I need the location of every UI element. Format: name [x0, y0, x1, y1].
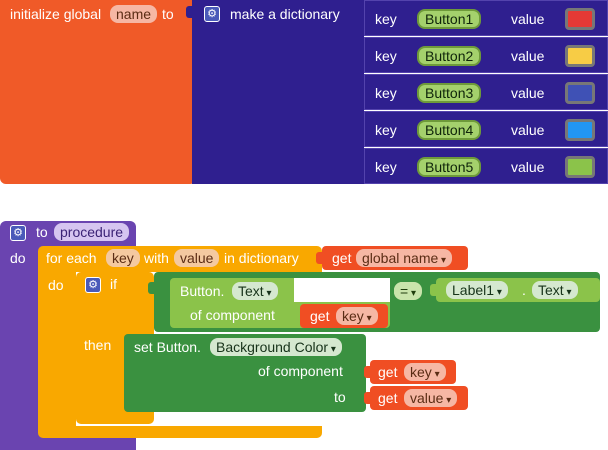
pair-block[interactable]: key Button1 value [364, 0, 608, 36]
for-each-key-variable[interactable]: key [106, 249, 140, 267]
global-name-dropdown[interactable]: global name [356, 249, 453, 267]
pair-block[interactable]: key Button3 value [364, 74, 608, 110]
compare-white-gap [294, 278, 390, 302]
color-swatch[interactable] [565, 45, 595, 67]
color-swatch[interactable] [565, 156, 595, 178]
color-swatch[interactable] [565, 8, 595, 30]
procedure-gear-icon[interactable]: ⚙ [10, 225, 26, 241]
pair-value-label: value [511, 122, 545, 138]
initialize-to-label: to [162, 6, 174, 22]
set-button-label: set Button. [134, 339, 201, 355]
procedure-do-label: do [10, 250, 26, 266]
get-key-block[interactable]: get key [300, 304, 388, 328]
to-connector [364, 392, 370, 404]
get-label: get [310, 308, 330, 324]
get-label: get [332, 250, 352, 266]
pair-key-label: key [375, 122, 397, 138]
set-to-label: to [334, 389, 346, 405]
dict-connector [186, 6, 192, 18]
if-gear-icon[interactable]: ⚙ [85, 277, 101, 293]
label-text-property-dropdown[interactable]: Text [532, 281, 578, 299]
get-value-block[interactable]: get value [370, 386, 468, 410]
procedure-name[interactable]: procedure [54, 223, 130, 241]
if-label: if [110, 276, 117, 292]
compare-right-connector [430, 284, 436, 296]
for-each-value-variable[interactable]: value [174, 249, 220, 267]
then-label: then [84, 337, 112, 353]
pair-key-label: key [375, 159, 397, 175]
set-background-color-block[interactable]: set Button. Background Color of componen… [124, 334, 366, 412]
get-key-block-2[interactable]: get key [370, 360, 456, 384]
initialize-global-label: initialize global [10, 6, 102, 22]
get-label: get [378, 364, 398, 380]
dot-separator: . [522, 282, 526, 298]
get-label: get [378, 390, 398, 406]
button-component[interactable]: Button4 [417, 120, 482, 140]
get-global-name-block[interactable]: get global name [322, 246, 468, 270]
for-each-with-label: with [144, 250, 169, 266]
dictionary-connector [316, 252, 322, 264]
equals-operator[interactable]: = [394, 282, 422, 300]
pair-value-label: value [511, 159, 545, 175]
pair-block[interactable]: key Button4 value [364, 111, 608, 147]
for-each-do-label: do [48, 277, 64, 293]
value-variable-dropdown[interactable]: value [404, 389, 458, 407]
pair-block[interactable]: key Button5 value [364, 148, 608, 184]
for-each-label: for each [46, 250, 97, 266]
global-variable-name[interactable]: name [110, 5, 158, 23]
label1-component-dropdown[interactable]: Label1 [446, 281, 508, 299]
procedure-to-label: to [36, 224, 48, 240]
button-component[interactable]: Button3 [417, 83, 482, 103]
initialize-global-block[interactable]: initialize global name to [0, 0, 196, 184]
pair-value-label: value [511, 48, 545, 64]
button-component[interactable]: Button5 [417, 157, 482, 177]
set-of-component-label: of component [258, 363, 343, 379]
if-condition-connector [148, 282, 154, 294]
pair-block[interactable]: key Button2 value [364, 37, 608, 73]
key-variable-dropdown[interactable]: key [404, 363, 446, 381]
pair-value-label: value [511, 11, 545, 27]
label-text-getter-block[interactable]: Label1 . Text [436, 278, 600, 302]
make-dictionary-label: make a dictionary [230, 6, 340, 22]
button-component-type-label: Button. [180, 283, 225, 299]
pair-key-label: key [375, 48, 397, 64]
in-dictionary-label: in dictionary [224, 250, 299, 266]
of-component-label: of component [190, 307, 275, 323]
color-swatch[interactable] [565, 119, 595, 141]
pair-key-label: key [375, 11, 397, 27]
pair-value-label: value [511, 85, 545, 101]
make-dictionary-block[interactable]: ⚙ make a dictionary [192, 0, 364, 184]
button-component[interactable]: Button1 [417, 9, 482, 29]
text-property-dropdown[interactable]: Text [232, 282, 278, 300]
button-component[interactable]: Button2 [417, 46, 482, 66]
pair-key-label: key [375, 85, 397, 101]
mutator-gear-icon[interactable]: ⚙ [204, 6, 220, 22]
key-variable-dropdown[interactable]: key [336, 307, 378, 325]
background-color-property-dropdown[interactable]: Background Color [210, 338, 342, 356]
of-component-connector [364, 366, 370, 378]
color-swatch[interactable] [565, 82, 595, 104]
